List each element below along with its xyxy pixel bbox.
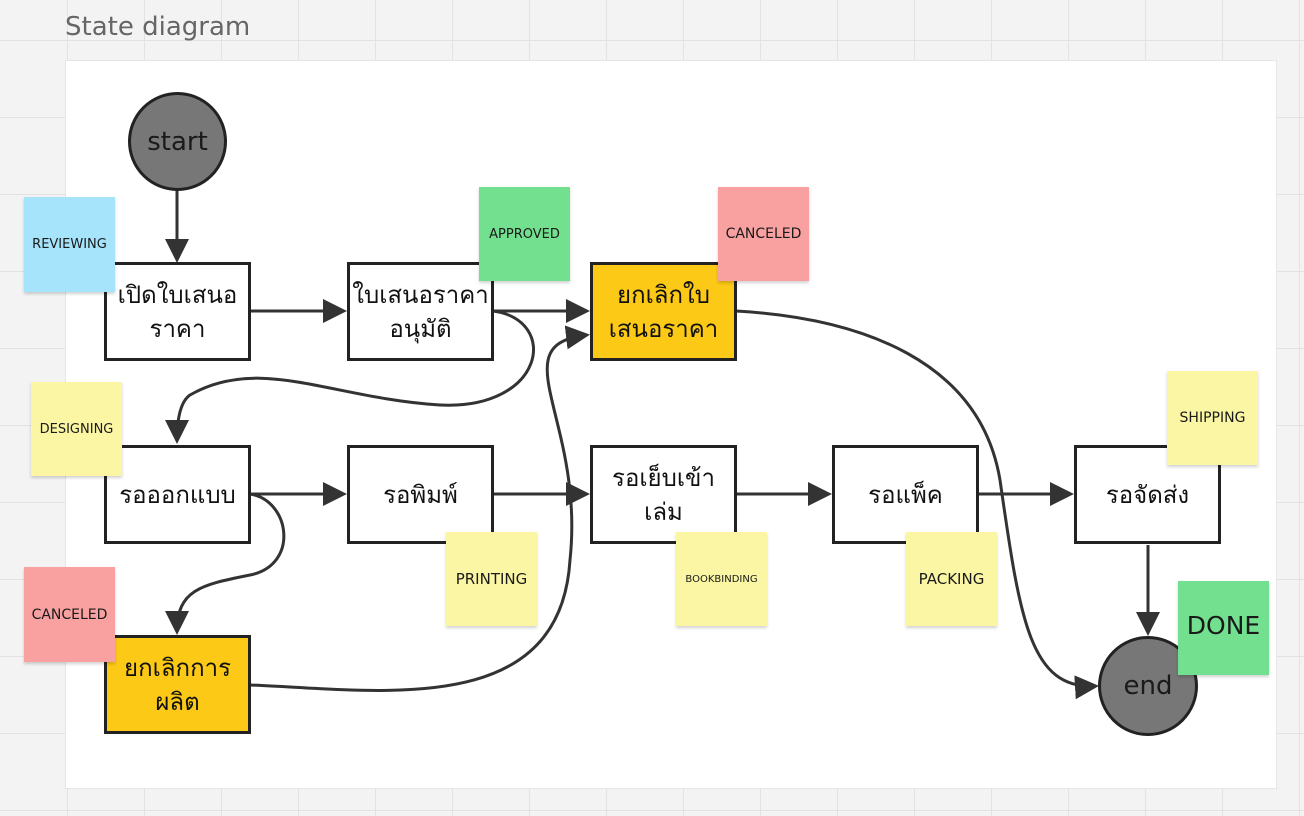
sticky-printing[interactable]: PRINTING (446, 532, 537, 626)
state-waiting-pack: รอแพ็ค (832, 445, 979, 544)
state-cancel-production: ยกเลิกการผลิต (104, 635, 251, 734)
edge-design-to-cancel-production (165, 492, 286, 635)
state-cancel-quote: ยกเลิกใบเสนอราคา (590, 262, 737, 361)
state-open-quote: เปิดใบเสนอราคา (104, 262, 251, 361)
sticky-packing[interactable]: PACKING (906, 532, 997, 626)
sticky-approved[interactable]: APPROVED (479, 187, 570, 281)
sticky-bookbinding[interactable]: BOOKBINDING (676, 532, 767, 626)
edge-cancel-production-to-cancel-quote (249, 325, 590, 692)
state-quote-approved: ใบเสนอราคาอนุมัติ (347, 262, 494, 361)
edge-approved-to-design (165, 309, 535, 444)
sticky-shipping[interactable]: SHIPPING (1167, 371, 1258, 465)
sticky-designing[interactable]: DESIGNING (31, 382, 122, 476)
sticky-canceled-production[interactable]: CANCELED (24, 567, 115, 662)
sticky-reviewing[interactable]: REVIEWING (24, 197, 115, 292)
sticky-canceled-quote[interactable]: CANCELED (718, 187, 809, 281)
state-waiting-design: รอออกแบบ (104, 445, 251, 544)
edge-cancel-quote-to-end (735, 309, 1099, 700)
diagram-frame (65, 60, 1277, 789)
start-node: start (128, 92, 227, 191)
sticky-done[interactable]: DONE (1178, 581, 1269, 675)
state-waiting-binding: รอเย็บเข้าเล่ม (590, 445, 737, 544)
state-waiting-print: รอพิมพ์ (347, 445, 494, 544)
frame-title: State diagram (65, 12, 251, 42)
